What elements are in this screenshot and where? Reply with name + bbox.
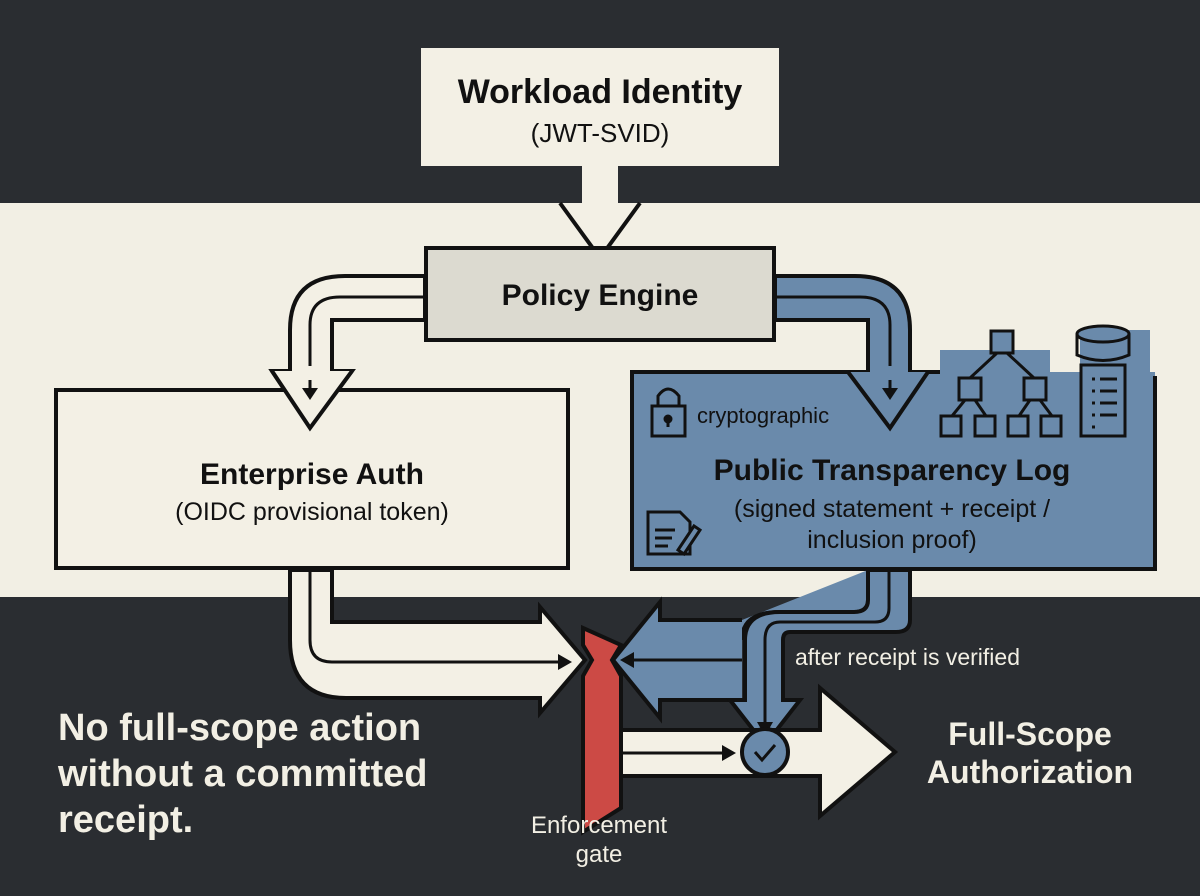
policy-engine-title: Policy Engine	[502, 279, 699, 312]
receipt-verified-arrow	[725, 568, 912, 749]
document-sign-icon	[646, 510, 703, 557]
enterprise-to-gate-arrow	[288, 568, 588, 719]
cryptographic-label: cryptographic	[697, 403, 829, 428]
enforcement-gate[interactable]	[581, 624, 624, 836]
enforcement-gate-label-2: gate	[576, 841, 623, 868]
lock-icon	[650, 387, 687, 438]
check-circle-icon	[740, 727, 790, 777]
enterprise-arrowhead	[270, 369, 354, 432]
merkle-tree-icon	[939, 329, 1063, 438]
transparency-log-subtitle-2: inclusion proof)	[807, 526, 977, 554]
tagline-line-3: receipt.	[58, 799, 193, 841]
transparency-log-title: Public Transparency Log	[714, 454, 1071, 487]
transparency-arrow-tip	[882, 388, 898, 400]
enforcement-gate-label-1: Enforcement	[531, 812, 667, 839]
enterprise-auth-subtitle: (OIDC provisional token)	[175, 498, 449, 526]
full-scope-title-1: Full-Scope	[948, 716, 1112, 752]
full-scope-title-2: Authorization	[927, 754, 1133, 790]
enterprise-auth-title: Enterprise Auth	[200, 458, 424, 491]
database-list-icon	[1075, 324, 1131, 438]
workload-identity-subtitle: (JWT-SVID)	[531, 118, 670, 148]
enterprise-arrow-tip	[302, 388, 318, 400]
tagline-line-2: without a committed	[57, 753, 427, 795]
workload-identity-node[interactable]	[421, 48, 779, 166]
tagline-line-1: No full-scope action	[58, 707, 421, 749]
transparency-log-subtitle-1: (signed statement + receipt /	[734, 495, 1050, 523]
after-receipt-label: after receipt is verified	[795, 644, 1020, 670]
workload-identity-title: Workload Identity	[458, 73, 743, 111]
policy-engine-node[interactable]	[424, 246, 776, 342]
